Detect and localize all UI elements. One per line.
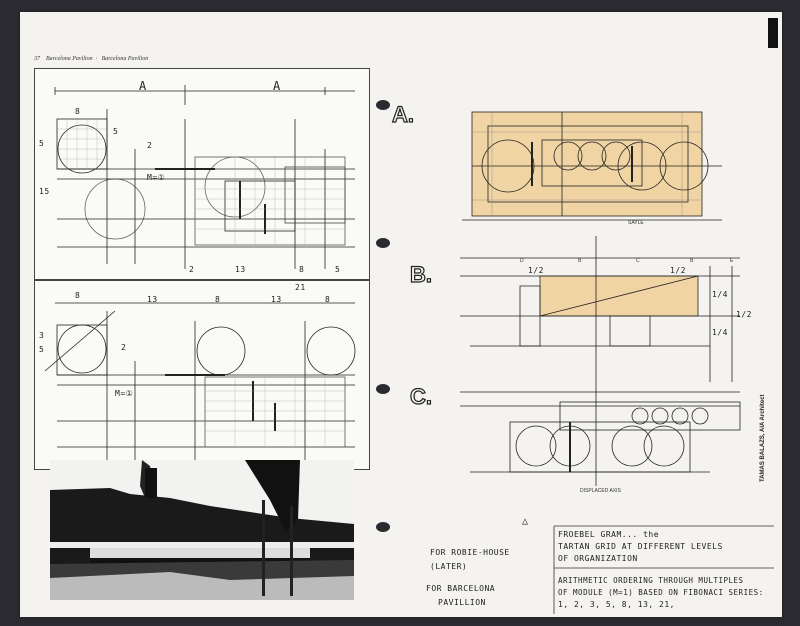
diagram-c-label: C. [409,383,432,409]
dim-number: 2 [189,265,195,274]
punch-hole [376,384,390,394]
note-module-fibonacci: OF MODULE (M=1) BASED ON FIBONACI SERIES… [558,588,764,597]
grid-letter: C [636,258,640,264]
diagram-a-subtitle: SAYLE [628,220,644,226]
punch-hole [376,522,390,532]
fraction-label: 1/4 [712,290,728,299]
top-plan-panel: A A 8 5 2 5 15 M=① 2 13 8 5 [34,68,370,280]
module-label: M=① [115,389,134,398]
dim-label-a: A [139,79,147,93]
note-barcelona: FOR BARCELONA [426,584,496,593]
fraction-label: 1/4 [712,328,728,337]
pavilion-photo-image [50,460,354,600]
mid-plan-panel: 8 13 8 13 8 21 3 5 2 M=① [34,280,370,470]
pavilion-photo [50,460,354,600]
diagram-c-caption: DISPLACED AXIS [580,488,621,494]
dim-number: 2 [121,343,127,352]
diagram-b: B. D B C B E 1/2 1/2 1/4 1/4 1 [409,236,755,382]
dim-number: 13 [235,265,246,274]
diagram-c-drawing [460,382,741,486]
diagram-b-label: B. [409,261,432,287]
grid-letter: D [520,258,524,264]
page-header: 37 Barcelona Pavilion · Barcelona Pavili… [34,56,149,62]
tape-mark [768,18,778,48]
handwritten-notes: △ FOR ROBIE-HOUSE (LATER) FOR BARCELONA … [404,506,774,614]
note-fibonacci-series: 1, 2, 3, 5, 8, 13, 21, [558,600,675,609]
header-title: Barcelona Pavilion [46,56,93,62]
mid-plan-drawing [44,302,356,461]
dim-number: 5 [335,265,341,274]
dim-number: 8 [75,107,81,116]
module-label: M=① [147,173,166,182]
dim-label-a: A [273,79,281,93]
punch-hole [376,100,390,110]
note-arithmetic: ARITHMETIC ORDERING THROUGH MULTIPLES [558,576,744,585]
page-number: 37 [34,56,40,62]
diagram-a: A. SAYLE [391,101,732,232]
fraction-label: 1/2 [736,310,752,319]
architect-credit: TAMAS BALAZS, AIA Architect [760,394,766,482]
dim-number: 21 [295,283,306,292]
dim-number: 8 [325,295,331,304]
dim-number: 15 [39,187,50,196]
grid-letter: B [690,258,694,264]
notes-linework [553,525,774,614]
note-froebel: FROEBEL GRAM... the [558,530,660,539]
dim-number: 5 [113,127,119,136]
dim-number: 3 [39,331,45,340]
diagram-b-drawing [460,236,740,382]
top-plan-drawing [54,85,355,269]
dim-number: 13 [147,295,158,304]
dim-number: 8 [215,295,221,304]
punch-hole [376,238,390,248]
dim-number: 8 [299,265,305,274]
dim-number: 13 [271,295,282,304]
fraction-label: 1/2 [528,266,544,275]
dim-number: 5 [39,345,45,354]
note-tartan-grid: TARTAN GRID AT DIFFERENT LEVELS [558,542,723,551]
diagram-c: C. DISPLACED AXIS [409,382,755,498]
grid-letter: B [578,258,582,264]
dim-number: 2 [147,141,153,150]
note-pavilion: PAVILLION [438,598,486,607]
drawing-sheet: 37 Barcelona Pavilion · Barcelona Pavili… [20,12,782,617]
dim-number: 8 [75,291,81,300]
note-later: (LATER) [430,562,468,571]
note-organization: OF ORGANIZATION [558,554,638,563]
diagram-a-drawing [462,111,722,221]
grid-letter: E [730,258,734,264]
diagram-a-label: A. [391,101,414,127]
note-robie-house: FOR ROBIE-HOUSE [430,548,510,557]
header-subtitle: Barcelona Pavilion [101,56,149,62]
dim-number: 5 [39,139,45,148]
fraction-label: 1/2 [670,266,686,275]
triangle-mark: △ [522,516,529,527]
